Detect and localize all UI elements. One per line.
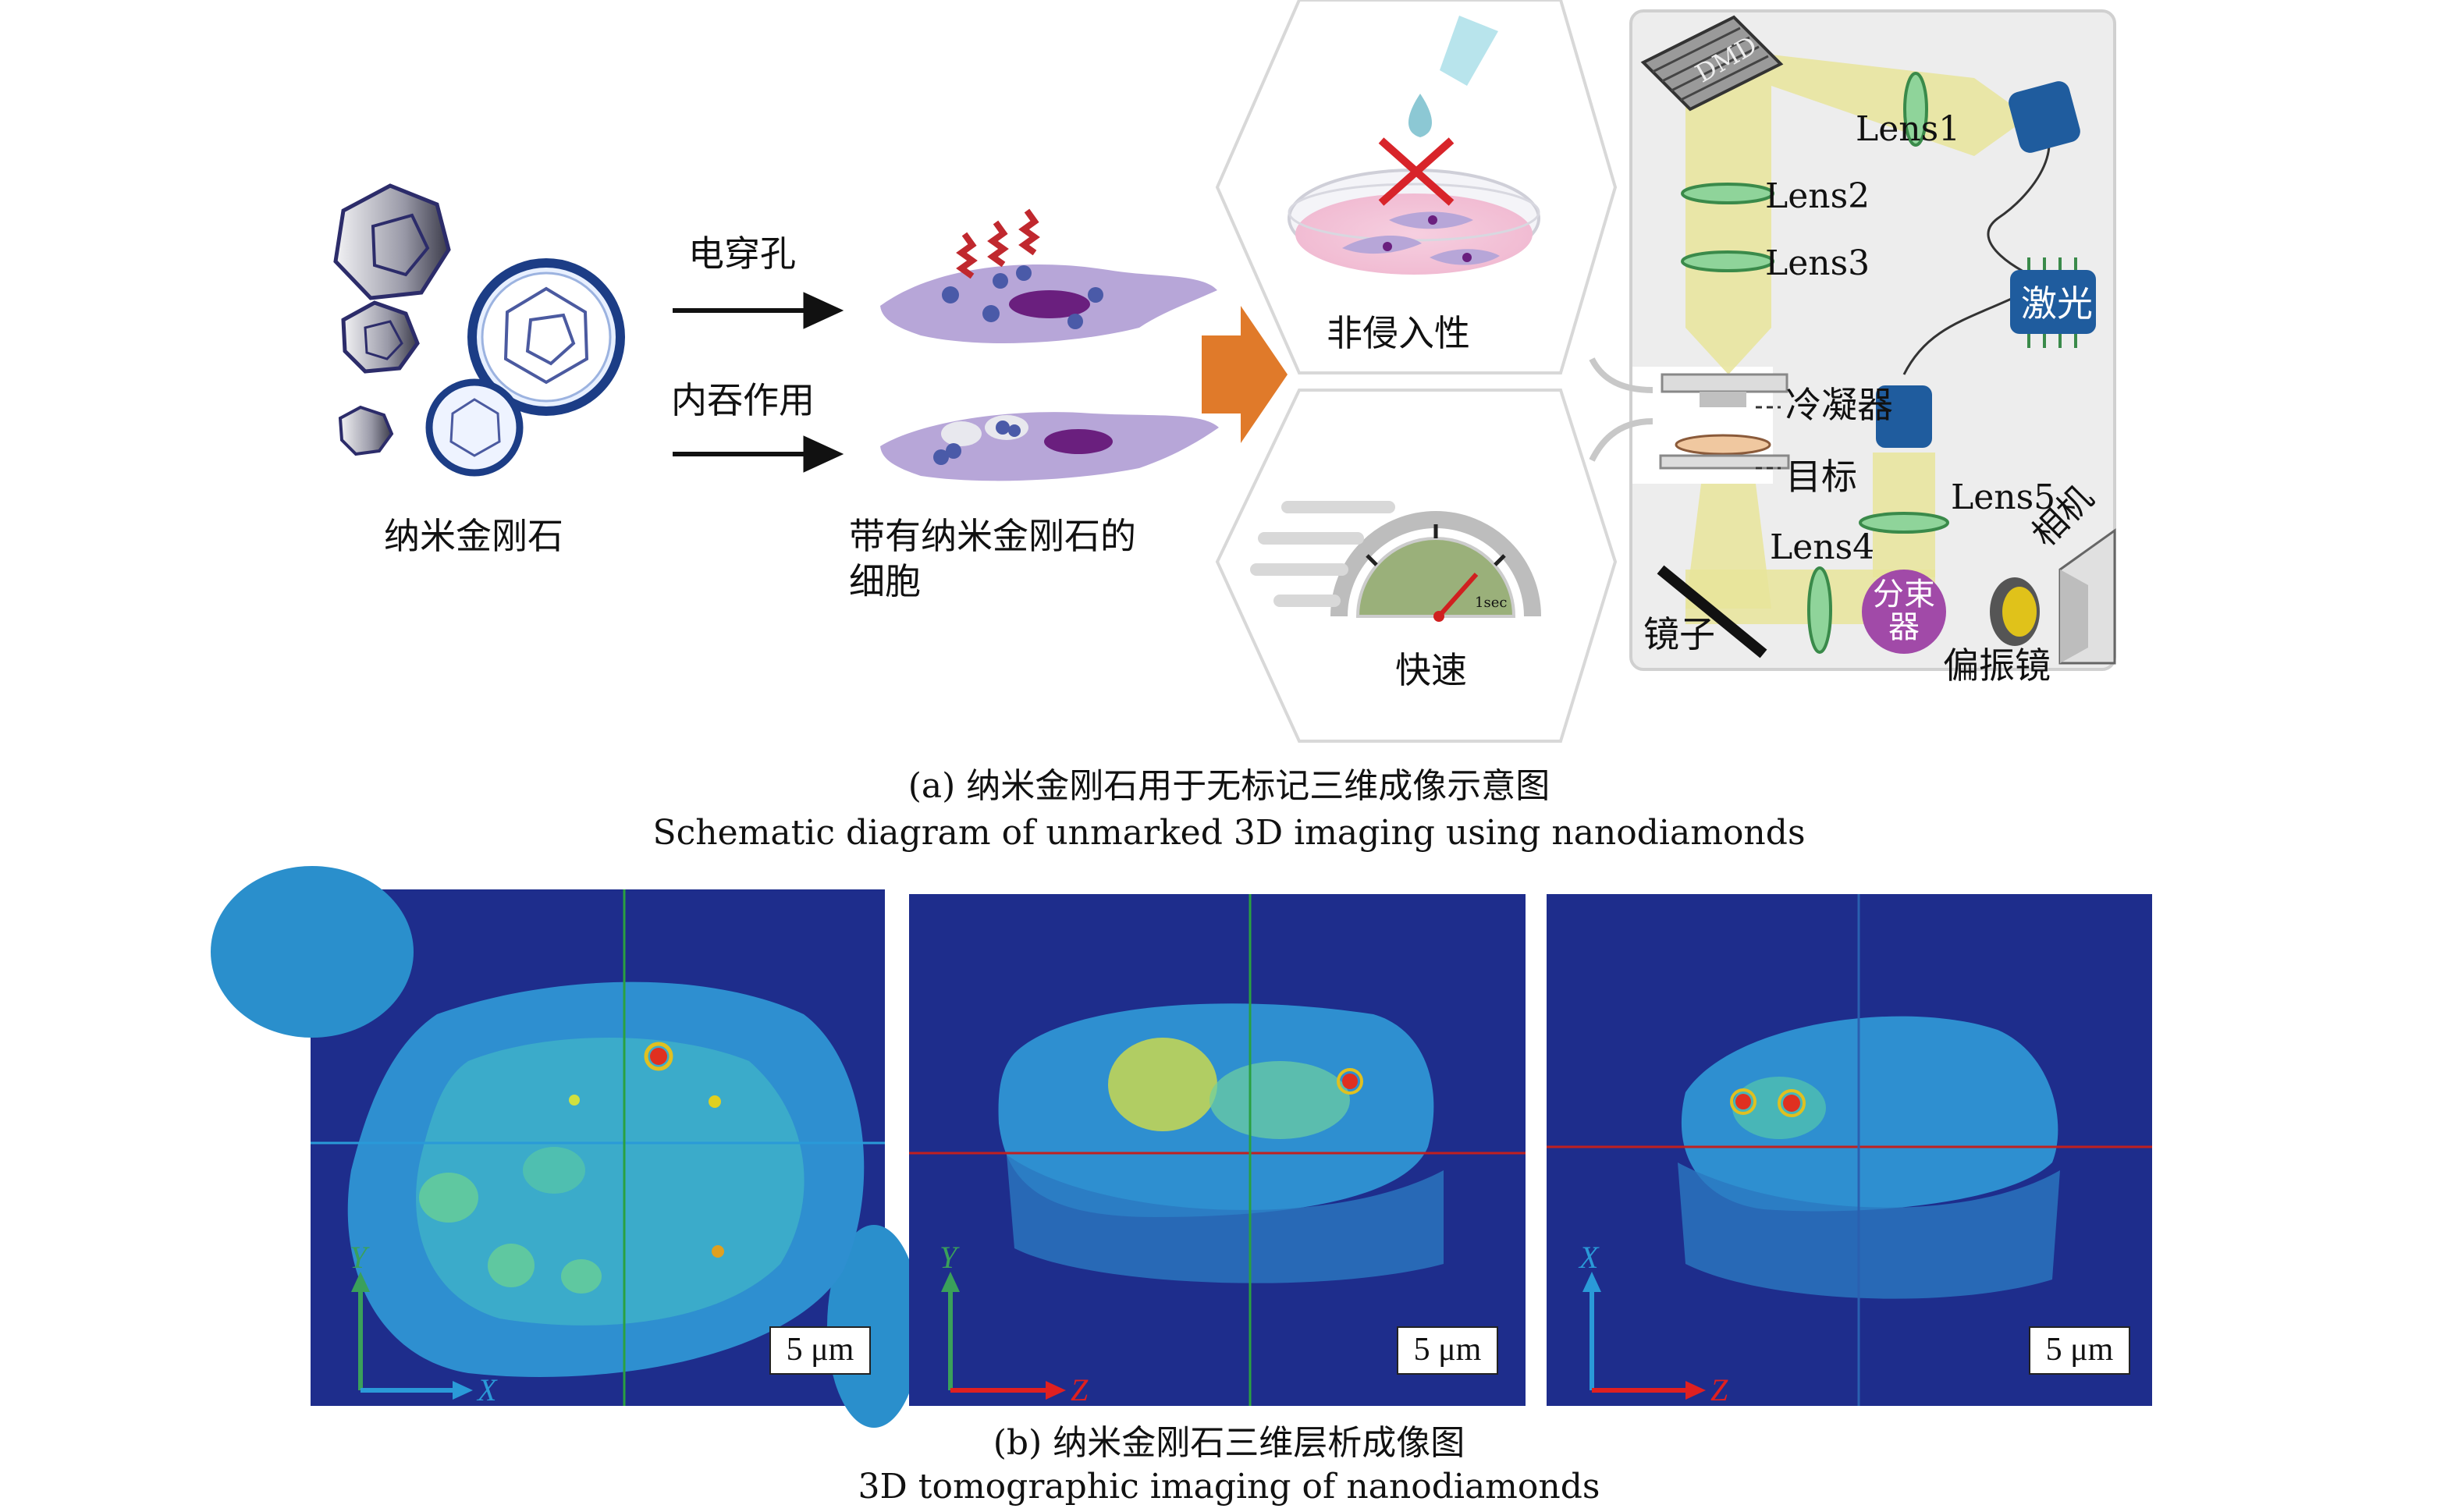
lens5-label: Lens5 <box>1951 477 2056 517</box>
lens4-label: Lens4 <box>1770 527 1875 567</box>
orange-arrow <box>1202 306 1288 443</box>
mirror-label: 镜子 <box>1643 613 1715 655</box>
petri-dish <box>1288 16 1540 275</box>
axis-h-3: Z <box>1710 1372 1728 1407</box>
cell-label-line1: 带有纳米金刚石的 <box>849 515 1136 557</box>
nanodiamond-label: 纳米金刚石 <box>384 515 563 557</box>
fast-label: 快速 <box>1395 649 1467 691</box>
nanodiamond-gems <box>333 183 625 477</box>
lens1-label: Lens1 <box>1856 109 1961 149</box>
optical-setup <box>1589 9 2116 671</box>
axis-v-1: Y <box>350 1240 368 1275</box>
axis-v-2: Y <box>940 1240 957 1275</box>
noninvasive-label: 非侵入性 <box>1327 312 1470 354</box>
scale-bar-1: 5 μm <box>769 1326 871 1375</box>
cell-endocytosis <box>880 412 1219 481</box>
axis-v-3: X <box>1579 1240 1599 1275</box>
caption-b-cn: (b) 纳米金刚石三维层析成像图 <box>993 1423 1465 1463</box>
gauge-text: 1sec <box>1475 595 1508 611</box>
cell-electroporation <box>880 208 1217 344</box>
scale-bar-3: 5 μm <box>2029 1326 2130 1375</box>
scale-bar-1-text: 5 μm <box>786 1332 854 1368</box>
speed-gauge <box>1250 501 1541 622</box>
scale-bar-2: 5 μm <box>1397 1326 1498 1375</box>
laser-label: 激光 <box>2021 282 2093 325</box>
lens3-label: Lens3 <box>1765 243 1870 283</box>
splitter-label-line2: 器 <box>1888 609 1920 645</box>
hexagon-frames <box>1215 0 1618 743</box>
scale-bar-3-text: 5 μm <box>2045 1332 2114 1368</box>
target-label: 目标 <box>1785 456 1857 498</box>
scale-bar-2-text: 5 μm <box>1413 1332 1482 1368</box>
caption-a-cn: (a) 纳米金刚石用于无标记三维成像示意图 <box>908 766 1550 806</box>
electroporation-label: 电穿孔 <box>688 232 796 275</box>
caption-a-en: Schematic diagram of unmarked 3D imaging… <box>652 813 1806 853</box>
process-arrows <box>673 292 844 473</box>
cell-label-line2: 细胞 <box>849 560 921 602</box>
axis-h-1: X <box>478 1372 497 1407</box>
condenser-label: 冷凝器 <box>1785 384 1893 426</box>
splitter-label-line1: 分束 <box>1873 577 1935 612</box>
endocytosis-label: 内吞作用 <box>671 379 815 421</box>
lens2-label: Lens2 <box>1765 176 1870 216</box>
polarizer-label: 偏振镜 <box>1943 644 2051 687</box>
tomography-panels <box>211 866 2152 1428</box>
axis-h-2: Z <box>1071 1372 1089 1407</box>
caption-b-en: 3D tomographic imaging of nanodiamonds <box>858 1467 1600 1507</box>
